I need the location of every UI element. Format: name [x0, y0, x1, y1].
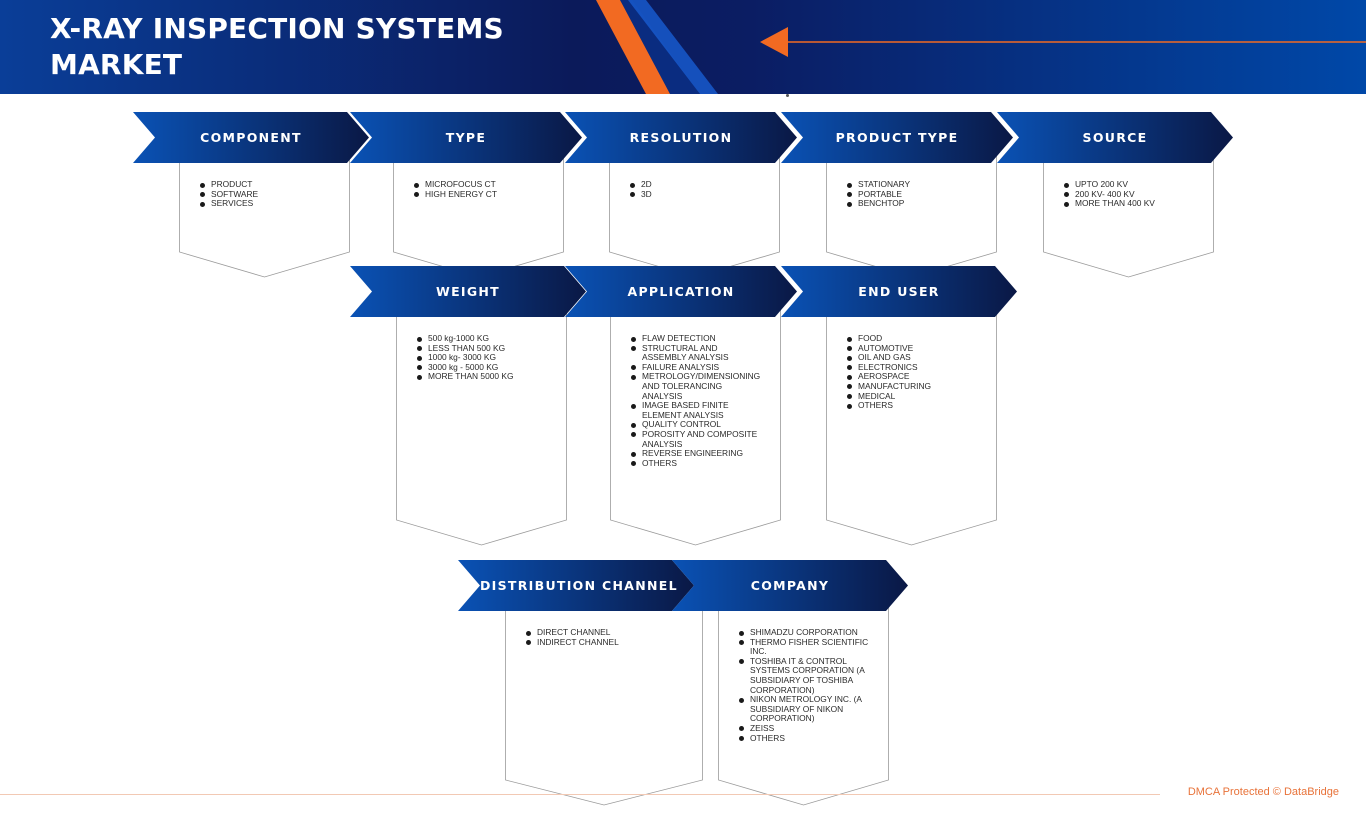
header-banner — [0, 0, 1366, 94]
segment-header: COMPANY — [672, 560, 908, 611]
segment-label: PRODUCT TYPE — [835, 130, 959, 145]
list-item: ELECTRONICS — [847, 362, 978, 373]
list-item: MORE THAN 5000 KG — [417, 372, 548, 382]
list-item: OTHERS — [631, 458, 762, 469]
decorative-dot — [786, 94, 789, 97]
list-item: AUTOMOTIVE — [847, 343, 978, 354]
list-item: MORE THAN 400 KV — [1064, 199, 1195, 209]
segment-header: RESOLUTION — [565, 112, 797, 163]
list-item: FOOD — [847, 333, 978, 344]
list-item: IMAGE BASED FINITE ELEMENT ANALYSIS — [631, 400, 762, 420]
segment-label: DISTRIBUTION CHANNEL — [480, 578, 678, 593]
list-item: REVERSE ENGINEERING — [631, 449, 762, 459]
segment-label: END USER — [858, 284, 940, 299]
list-item: OTHERS — [847, 401, 978, 411]
list-item: HIGH ENERGY CT — [414, 189, 545, 200]
list-item: 3D — [630, 189, 761, 200]
list-item: STATIONARY — [847, 179, 978, 190]
list-item: INDIRECT CHANNEL — [526, 637, 684, 648]
list-item: POROSITY AND COMPOSITE ANALYSIS — [631, 429, 762, 449]
footer-copyright: DMCA Protected © DataBridge — [1187, 786, 1339, 798]
list-item: SERVICES — [200, 199, 331, 209]
orange-stripe — [596, 0, 670, 94]
segment-label: COMPONENT — [200, 130, 302, 145]
list-item: SOFTWARE — [200, 189, 331, 200]
list-item: OTHERS — [739, 733, 870, 744]
list-item: NIKON METROLOGY INC. (A SUBSIDIARY OF NI… — [739, 694, 870, 724]
list-item: STRUCTURAL AND ASSEMBLY ANALYSIS — [631, 343, 762, 363]
list-item: QUALITY CONTROL — [631, 420, 762, 430]
list-item: MICROFOCUS CT — [414, 179, 545, 190]
list-item: OIL AND GAS — [847, 353, 978, 363]
segment-label: WEIGHT — [435, 284, 501, 299]
segment-header: PRODUCT TYPE — [781, 112, 1013, 163]
segment-header: SOURCE — [997, 112, 1233, 163]
segment-label: TYPE — [445, 130, 487, 145]
list-item: THERMO FISHER SCIENTIFIC INC. — [739, 637, 870, 657]
list-item: BENCHTOP — [847, 199, 978, 209]
segment-label: SOURCE — [1082, 130, 1148, 145]
list-item: LESS THAN 500 KG — [417, 343, 548, 354]
segment-header: APPLICATION — [565, 266, 797, 317]
list-item: 200 KV- 400 KV — [1064, 189, 1195, 200]
list-item: UPTO 200 KV — [1064, 179, 1195, 190]
list-item: 500 kg-1000 KG — [417, 333, 548, 344]
page-title-line-1: X-RAY INSPECTION SYSTEMS — [50, 12, 504, 45]
list-item: MEDICAL — [847, 391, 978, 402]
segment-label: APPLICATION — [627, 284, 735, 299]
segment-label: RESOLUTION — [629, 130, 733, 145]
list-item: 1000 kg- 3000 KG — [417, 353, 548, 363]
page-title-line-2: MARKET — [50, 48, 183, 81]
list-item: MANUFACTURING — [847, 381, 978, 392]
segment-header: DISTRIBUTION CHANNEL — [458, 560, 694, 611]
list-item: 3000 kg - 5000 KG — [417, 362, 548, 373]
list-item: SHIMADZU CORPORATION — [739, 627, 870, 638]
list-item: DIRECT CHANNEL — [526, 627, 684, 638]
segment-header: END USER — [781, 266, 1017, 317]
segment-header: COMPONENT — [133, 112, 369, 163]
list-item: AEROSPACE — [847, 372, 978, 382]
list-item: 2D — [630, 179, 761, 190]
list-item: PORTABLE — [847, 189, 978, 200]
segment-label: COMPANY — [750, 578, 830, 593]
list-item: TOSHIBA IT & CONTROL SYSTEMS CORPORATION… — [739, 656, 870, 695]
list-item: ZEISS — [739, 723, 870, 734]
list-item: METROLOGY/DIMENSIONING AND TOLERANCING A… — [631, 372, 762, 401]
list-item: PRODUCT — [200, 179, 331, 190]
footer-divider — [0, 794, 1160, 795]
segment-header: WEIGHT — [350, 266, 586, 317]
list-item: FAILURE ANALYSIS — [631, 362, 762, 373]
segment-header: TYPE — [350, 112, 582, 163]
list-item: FLAW DETECTION — [631, 333, 762, 344]
